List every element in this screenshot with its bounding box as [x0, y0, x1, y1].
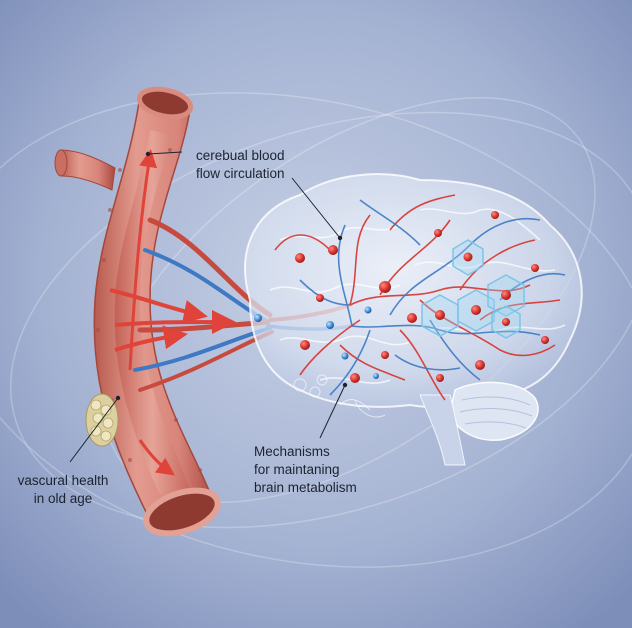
- blood-flow-arrow: [109, 288, 236, 352]
- blood-flow-arrow: [128, 149, 175, 476]
- brain-metabolism-label: Mechanisms for maintaning brain metaboli…: [254, 444, 357, 495]
- cerebral-flow-label: cerebual blood flow circulation: [196, 148, 285, 181]
- brain-illustration: [244, 173, 583, 466]
- pointer-lines: [69, 151, 346, 463]
- vascular-health-label: vascural health in old age: [17, 473, 109, 506]
